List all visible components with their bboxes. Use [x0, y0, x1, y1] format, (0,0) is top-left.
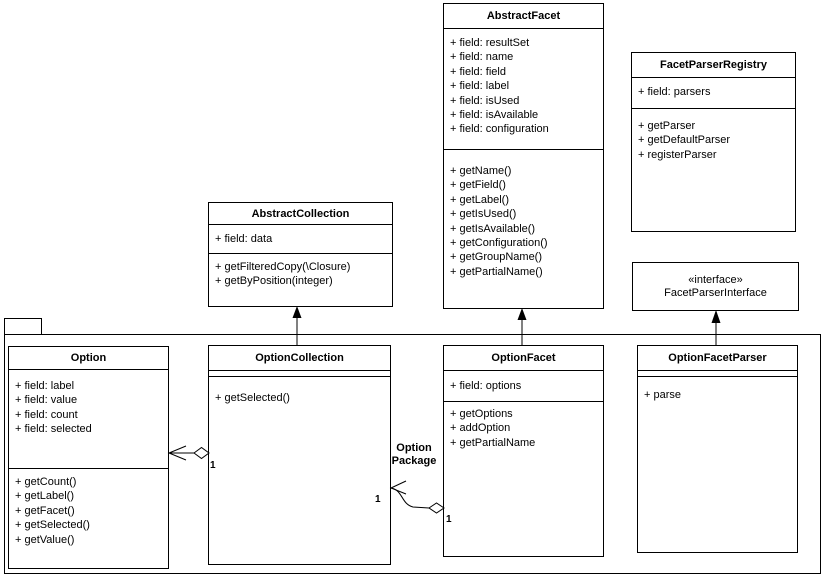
member-line: + getCount(): [15, 476, 77, 488]
methods-list: + getParser + getDefaultParser+ registerP…: [632, 109, 795, 231]
member-line: + getName(): [450, 165, 512, 177]
member-line: + getLabel(): [450, 193, 510, 206]
methods-list: + getOptions + addOption+ getPartialName: [444, 402, 603, 556]
member-line: + registerParser: [638, 148, 717, 161]
class-box-optioncollection: OptionCollection + getSelected(): [208, 345, 391, 565]
member-line: + getFilteredCopy(\Closure): [215, 261, 351, 273]
member-line: + getDefaultParser: [638, 134, 731, 147]
class-box-abstractcollection: AbstractCollection + field: data + getFi…: [208, 202, 393, 307]
member-line: + getByPosition(integer): [215, 275, 333, 288]
package-tab: [4, 318, 42, 335]
member-line: + getPartialName: [450, 436, 536, 449]
member-line: + field: configuration: [450, 123, 549, 136]
class-name: Option: [9, 347, 168, 370]
methods-list: + getSelected(): [209, 377, 390, 564]
member-line: + getPartialName(): [450, 265, 543, 278]
member-line: + getIsAvailable(): [450, 222, 536, 235]
class-box-optionfacetparser: OptionFacetParser + parse: [637, 345, 798, 553]
member-line: + field: selected: [15, 423, 92, 436]
class-name: OptionFacetParser: [638, 346, 797, 371]
class-name: FacetParserRegistry: [632, 53, 795, 78]
multiplicity-label: 1: [375, 494, 381, 505]
methods-list: + getFilteredCopy(\Closure) + getByPositi…: [209, 254, 392, 306]
member-line: + getLabel(): [15, 490, 75, 503]
interface-stereotype: «interface»: [688, 273, 743, 286]
member-line: + addOption: [450, 422, 511, 435]
association-label: Option Package: [391, 442, 437, 467]
fields-list: + field: options: [444, 371, 603, 402]
multiplicity-label: 1: [446, 514, 452, 525]
class-name: OptionFacet: [444, 346, 603, 371]
methods-list: + getName() + getField()+ getLabel() + get…: [444, 150, 603, 308]
member-line: + getField(): [450, 179, 506, 192]
class-name: AbstractCollection: [209, 203, 392, 225]
member-line: + getSelected(): [215, 392, 290, 404]
fields-list: [638, 371, 797, 377]
member-line: + getValue(): [15, 533, 75, 546]
class-box-facetparserinterface: «interface» FacetParserInterface: [632, 262, 799, 311]
class-box-option: Option + field: label+ field: value+ fie…: [8, 346, 169, 569]
member-line: + field: name: [450, 51, 514, 64]
member-line: + field: label: [450, 80, 510, 93]
class-box-abstractfacet: AbstractFacet + field: resultSet + field:…: [443, 3, 604, 309]
interface-title: «interface» FacetParserInterface: [633, 263, 798, 310]
methods-list: + getCount() + getLabel()+ getFacet() + ge…: [9, 469, 168, 568]
member-line: + field: value: [15, 394, 78, 407]
class-box-optionfacet: OptionFacet + field: options + getOption…: [443, 345, 604, 557]
member-line: + field: data: [215, 233, 273, 245]
class-name: OptionCollection: [209, 346, 390, 371]
member-line: + getFacet(): [15, 504, 75, 517]
member-line: + getSelected(): [15, 519, 90, 532]
class-name: AbstractFacet: [444, 4, 603, 29]
member-line: + field: count: [15, 408, 78, 421]
member-line: + field: field: [450, 65, 506, 78]
member-line: + getParser: [638, 120, 696, 132]
member-line: + getGroupName(): [450, 251, 543, 264]
class-name: FacetParserInterface: [664, 286, 767, 299]
methods-list: + parse: [638, 377, 797, 552]
fields-list: [209, 371, 390, 377]
member-line: + field: resultSet: [450, 37, 530, 49]
member-line: + field: label: [15, 380, 75, 392]
fields-list: + field: data: [209, 225, 392, 254]
member-line: + field: options: [450, 380, 522, 392]
member-line: + field: isUsed: [450, 94, 520, 107]
member-line: + getConfiguration(): [450, 237, 548, 250]
fields-list: + field: resultSet+ field: name+ field: …: [444, 29, 603, 150]
member-line: + field: isAvailable: [450, 109, 539, 122]
fields-list: + field: parsers: [632, 78, 795, 109]
member-line: + field: parsers: [638, 86, 711, 98]
class-box-facetparserregistry: FacetParserRegistry + field: parsers + g…: [631, 52, 796, 232]
multiplicity-label: 1: [210, 460, 216, 471]
member-line: + getIsUsed(): [450, 208, 517, 221]
member-line: + getOptions: [450, 408, 513, 420]
fields-list: + field: label + field: value+ field: cou…: [9, 370, 168, 469]
member-line: + parse: [644, 389, 681, 401]
